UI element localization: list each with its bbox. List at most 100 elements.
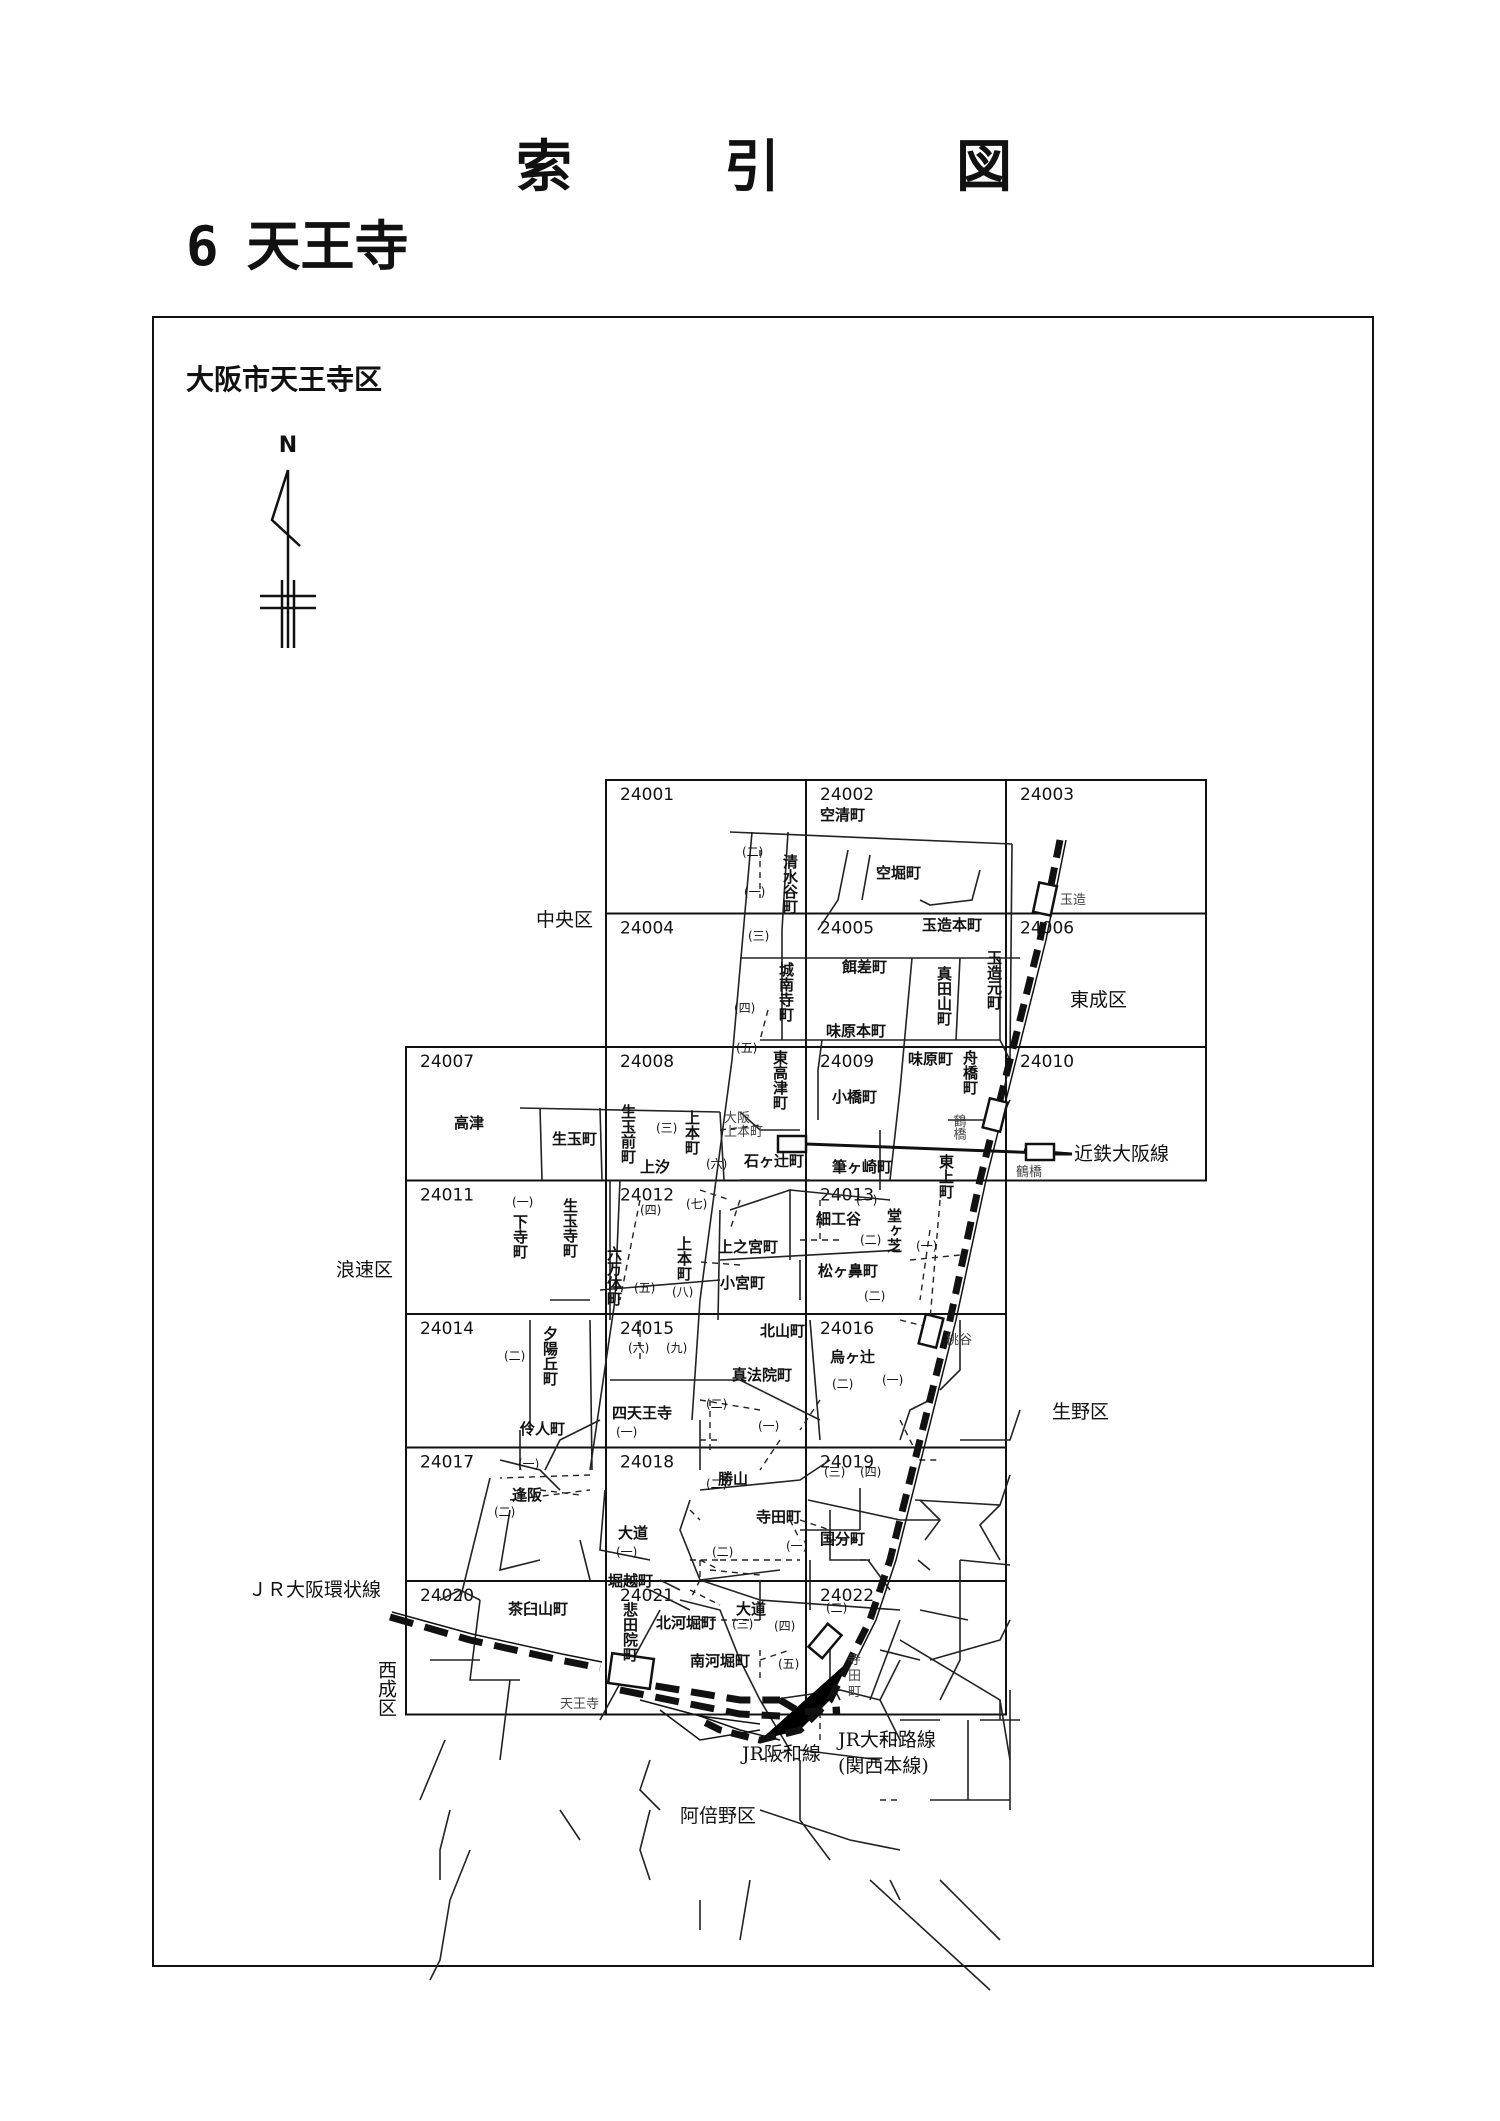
- block-number: (二): [864, 1289, 885, 1303]
- town-label: 堂ヶ芝: [885, 1207, 903, 1254]
- station-labels: 玉造 鶴橋 鶴橋 桃谷 大阪 上本町 天王寺 寺 田 町: [560, 893, 1086, 1712]
- index-map-title: 索 引 図: [0, 122, 1500, 202]
- town-label: 真法院町: [732, 1366, 792, 1384]
- grid-cell-code: 24022: [820, 1586, 874, 1606]
- station-tamatsukuri-marker: [1031, 880, 1059, 918]
- grid-index: [405, 779, 1207, 1716]
- town-label: 城南寺町: [777, 961, 795, 1023]
- station-markers: [606, 880, 1059, 1691]
- town-label: 生玉町: [552, 1130, 597, 1148]
- station-teradacho-marker: [806, 1621, 844, 1661]
- grid-cell-code: 24016: [820, 1319, 874, 1339]
- town-label: 北河堀町: [656, 1614, 716, 1632]
- block-number: (三): [656, 1121, 677, 1135]
- ward-label-higashinari: 東成区: [1070, 989, 1127, 1011]
- north-letter: N: [279, 433, 297, 458]
- block-number: (一): [856, 1193, 877, 1207]
- grid-cell-code: 24007: [420, 1052, 474, 1072]
- town-label: 南河堀町: [690, 1652, 750, 1670]
- block-number: (三): [748, 929, 769, 943]
- town-label: 堀越町: [608, 1572, 653, 1590]
- block-number: (二): [860, 1233, 881, 1247]
- block-number: (一): [758, 1419, 779, 1433]
- town-label: 玉造本町: [922, 916, 982, 934]
- north-arrow-icon: N: [260, 433, 316, 648]
- rail-labels: 近鉄大阪線 ＪＲ大阪環状線 JR阪和線 JR大和路線 (関西本線): [248, 1143, 1169, 1777]
- block-number: (三): [732, 1617, 753, 1631]
- rail-label-kintetsu-osaka: 近鉄大阪線: [1074, 1143, 1169, 1165]
- title-char-3: 図: [956, 135, 1012, 200]
- sheet-number: 6: [186, 215, 219, 278]
- town-label: 味原本町: [826, 1022, 886, 1040]
- street-boundaries: [419, 831, 1021, 1991]
- block-number: (三): [824, 1465, 845, 1479]
- town-label: 筆ヶ崎町: [832, 1158, 892, 1176]
- block-number: (一): [882, 1373, 903, 1387]
- town-label: 舟橋町: [961, 1049, 979, 1096]
- block-number: (四): [774, 1619, 795, 1633]
- title-char-1: 索: [516, 135, 572, 200]
- station-label-uehommachi-1: 大阪: [724, 1111, 750, 1126]
- grid-cell-code: 24014: [420, 1319, 474, 1339]
- station-momodani-marker: [917, 1312, 945, 1350]
- ward-label-ikuno: 生野区: [1052, 1401, 1109, 1423]
- town-label: 烏ヶ辻: [830, 1348, 875, 1366]
- block-numerals: (三) (四) (五) (三) (六) (七) (四) (五) (八) (一) …: [494, 845, 937, 1671]
- town-label: 玉造元町: [985, 950, 1003, 1011]
- grid-cell-24022[interactable]: [805, 1580, 1007, 1716]
- town-label: 餌差町: [841, 958, 887, 976]
- rail-label-jr-loop: ＪＲ大阪環状線: [248, 1579, 381, 1601]
- block-number: (四): [734, 1001, 755, 1015]
- grid-cell-code: 24004: [620, 919, 674, 939]
- grid-cell-code: 24003: [1020, 785, 1074, 805]
- ward-label-abeno: 阿倍野区: [680, 1805, 756, 1827]
- station-label-tsuruhashi-kintetsu: 鶴橋: [1016, 1164, 1042, 1180]
- town-label: 空清町: [820, 806, 865, 824]
- block-number: (一): [744, 885, 765, 899]
- block-number: (七): [686, 1197, 707, 1211]
- block-number: (六): [628, 1341, 649, 1355]
- station-tsuruhashi-kintetsu-marker: [1024, 1142, 1056, 1162]
- town-label: 悲田院町: [621, 1601, 639, 1663]
- grid-cell-code: 24015: [620, 1319, 674, 1339]
- block-number: (五): [778, 1657, 799, 1671]
- town-label: 寺田町: [756, 1508, 801, 1526]
- town-label: 大道: [736, 1600, 766, 1618]
- block-number: (一): [786, 1539, 807, 1553]
- town-label: 上本町: [675, 1236, 693, 1282]
- station-tsuruhashi-jr-marker: [981, 1096, 1009, 1134]
- town-label: 伶人町: [519, 1420, 565, 1438]
- station-label-tamatsukuri: 玉造: [1060, 893, 1086, 908]
- block-number: (二): [706, 1477, 727, 1491]
- block-number: (六): [706, 1157, 727, 1171]
- ward-labels: 中央区 東成区 浪速区 生野区 西成区 阿倍野区: [336, 909, 1127, 1827]
- block-number: (一): [518, 1457, 539, 1471]
- rail-label-jr-hanwa: JR阪和線: [740, 1743, 821, 1765]
- ward-label-nishinari: 西成区: [375, 1660, 397, 1717]
- block-number: (八): [672, 1285, 693, 1299]
- town-label: 清水谷町: [781, 853, 799, 915]
- town-labels: 清水谷町 空清町 空堀町 玉造本町 玉造元町 城南寺町 餌差町 真田山町 味原本…: [454, 806, 1003, 1670]
- town-label: 生玉前町: [619, 1103, 637, 1165]
- town-label: 勝山: [718, 1470, 748, 1488]
- grid-cell-24010[interactable]: [1005, 1046, 1207, 1182]
- station-tennoji-marker: [606, 1651, 656, 1691]
- block-number: (二): [712, 1545, 733, 1559]
- block-number: (五): [736, 1041, 757, 1055]
- town-label: 六万体町: [605, 1245, 623, 1307]
- grid-cell-code: 24011: [420, 1186, 474, 1206]
- ward-label-chuo: 中央区: [536, 909, 593, 931]
- station-label-uehommachi-2: 上本町: [724, 1125, 763, 1140]
- block-number: (二): [826, 1601, 847, 1615]
- rail-label-kansai-main: (関西本線): [838, 1755, 929, 1777]
- block-number: (二): [742, 845, 763, 859]
- grid-cell-code: 24005: [820, 919, 874, 939]
- grid-cell-code: 24001: [620, 785, 674, 805]
- block-number: (九): [666, 1341, 687, 1355]
- block-number: (一): [512, 1195, 533, 1209]
- region-label: 大阪市天王寺区: [186, 363, 383, 396]
- grid-cell-code: 24009: [820, 1052, 874, 1072]
- block-number: (二): [706, 1397, 727, 1411]
- grid-cell-code: 24019: [820, 1453, 874, 1473]
